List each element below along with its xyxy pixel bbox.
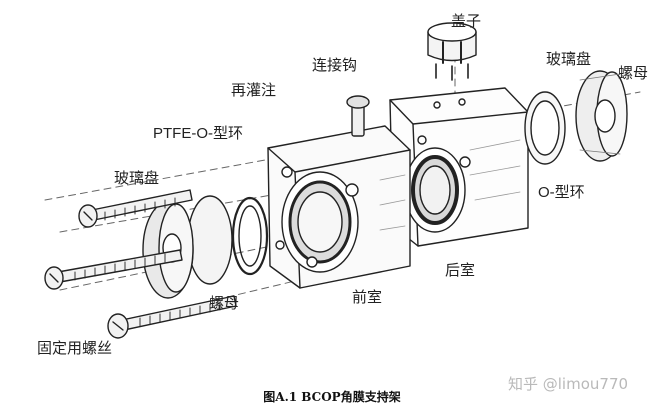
- fixing-screws: [44, 189, 237, 339]
- left-rings-and-plate: [142, 195, 269, 299]
- screw-middle: [44, 249, 183, 290]
- screw-bottom: [107, 295, 237, 339]
- front-chamber-block: [267, 125, 411, 289]
- label-refill: 再灌注: [231, 81, 277, 99]
- screw-top: [78, 189, 193, 228]
- figure-caption: 图A.1 BCOP角膜支持架: [263, 390, 401, 404]
- label-o-ring: O-型环: [538, 184, 585, 201]
- label-nut-right: 螺母: [618, 64, 649, 82]
- label-glass-plate-right: 玻璃盘: [546, 50, 592, 68]
- label-ptfe-o-ring: PTFE-O-型环: [153, 125, 243, 142]
- watermark: 知乎 @limou770: [508, 375, 629, 393]
- label-nut-left: 螺母: [209, 294, 240, 312]
- label-front-chamber: 前室: [352, 288, 383, 306]
- label-glass-plate-left: 玻璃盘: [114, 169, 160, 187]
- label-connector-hook: 连接钩: [312, 56, 358, 74]
- label-rear-chamber: 后室: [445, 261, 476, 279]
- label-fixing-screws: 固定用螺丝: [37, 339, 113, 357]
- right-glass-plate-and-nut: [524, 70, 628, 165]
- cap-part: [427, 22, 477, 81]
- label-cap: 盖子: [451, 12, 482, 30]
- connector-hook-part: [346, 95, 370, 137]
- rear-chamber-block: [389, 87, 529, 247]
